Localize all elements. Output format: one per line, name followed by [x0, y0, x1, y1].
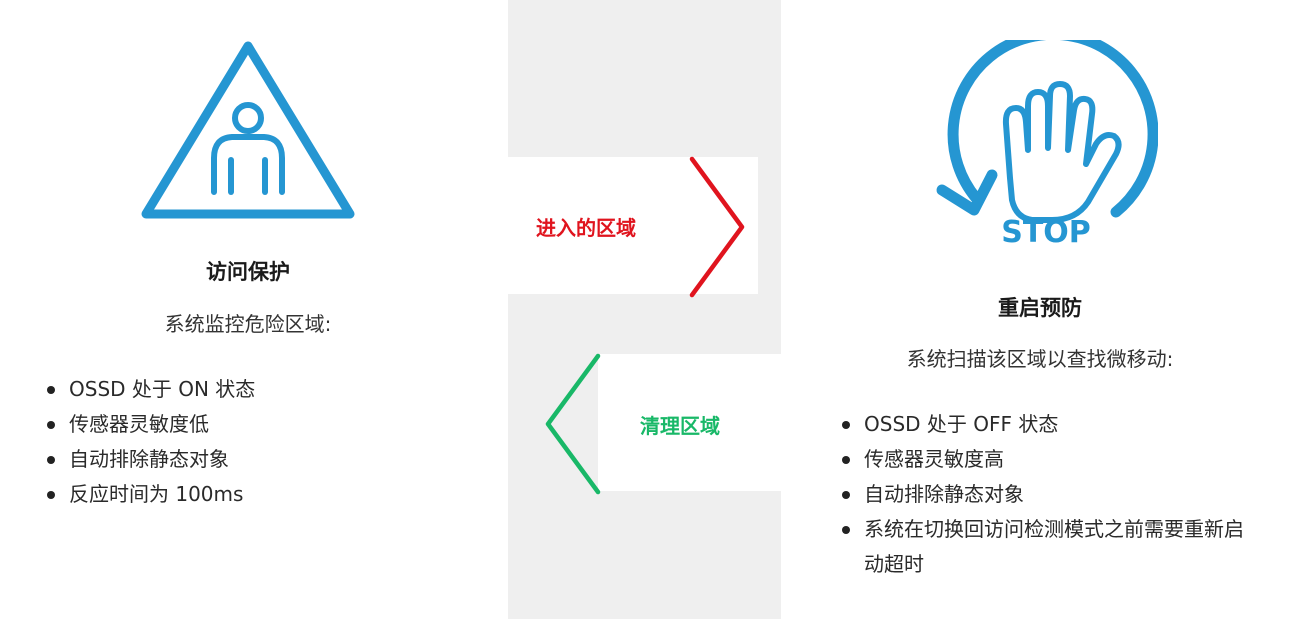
enter-zone-arrow-icon [689, 156, 745, 298]
center-background [508, 0, 781, 619]
restart-prevention-list: OSSD 处于 OFF 状态 传感器灵敏度高 自动排除静态对象 系统在切换回访问… [840, 407, 1250, 582]
access-protection-panel [0, 0, 508, 619]
list-item: 传感器灵敏度低 [45, 407, 485, 442]
restart-prevention-subtitle: 系统扫描该区域以查找微移动: [906, 347, 1174, 371]
access-protection-title: 访问保护 [206, 260, 290, 284]
clear-zone-label: 清理区域 [640, 414, 720, 438]
stop-hand-icon [936, 40, 1158, 223]
list-item: 反应时间为 100ms [45, 477, 485, 512]
access-protection-subtitle: 系统监控危险区域: [164, 312, 332, 336]
enter-zone-band [508, 157, 758, 294]
restart-prevention-title: 重启预防 [998, 296, 1082, 320]
clear-zone-band [598, 354, 781, 491]
list-item: 自动排除静态对象 [840, 477, 1250, 512]
list-item: 传感器灵敏度高 [840, 442, 1250, 477]
list-item: 系统在切换回访问检测模式之前需要重新启动超时 [840, 512, 1250, 582]
clear-zone-arrow-icon [545, 353, 601, 495]
stop-text: STOP [1001, 215, 1091, 250]
list-item: OSSD 处于 ON 状态 [45, 372, 485, 407]
warning-person-icon [141, 41, 355, 219]
access-protection-list: OSSD 处于 ON 状态 传感器灵敏度低 自动排除静态对象 反应时间为 100… [45, 372, 485, 512]
list-item: OSSD 处于 OFF 状态 [840, 407, 1250, 442]
list-item: 自动排除静态对象 [45, 442, 485, 477]
enter-zone-label: 进入的区域 [536, 216, 636, 240]
